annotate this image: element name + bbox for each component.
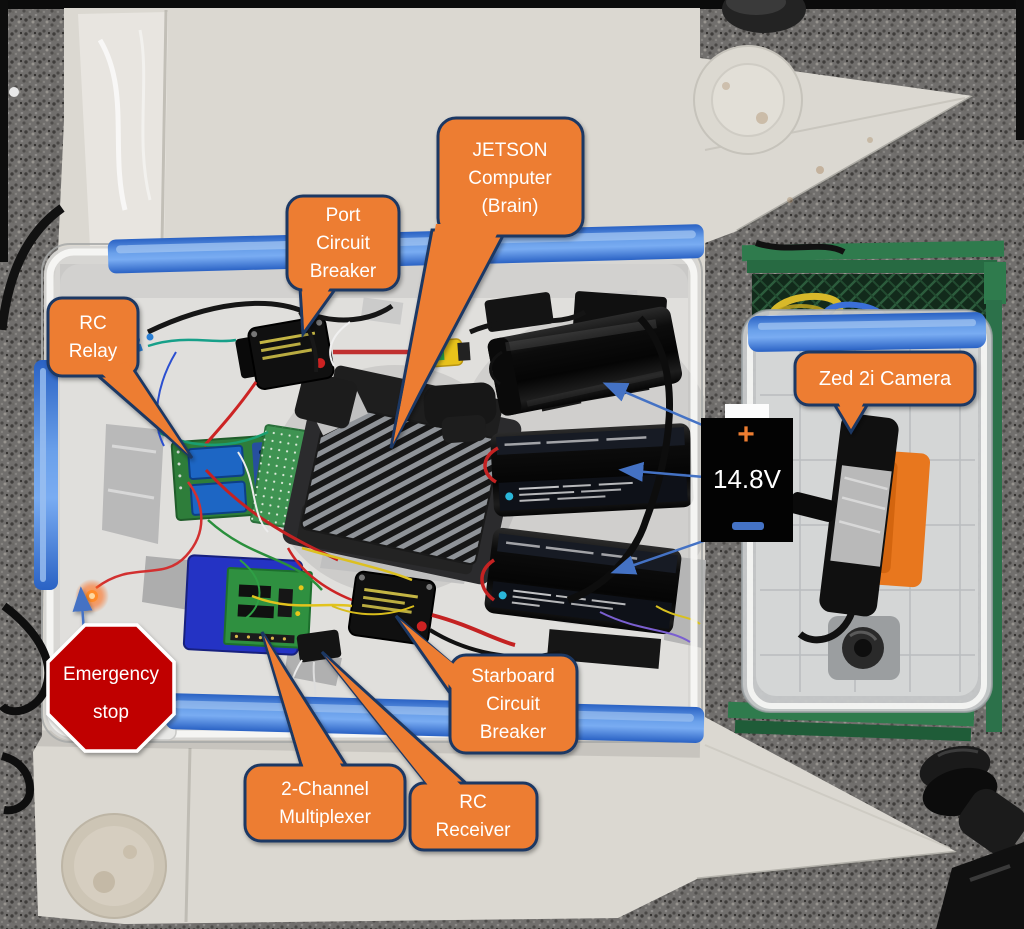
voltage-arrows: [602, 382, 719, 575]
callout-rc-receiver-line2: Receiver: [436, 820, 512, 841]
callout-rc-relay-line1: RC: [79, 313, 106, 334]
minus-icon: [732, 522, 764, 530]
port-circuit-breaker-device: [235, 315, 358, 429]
jetson-heatsink: [300, 403, 502, 565]
battery-plus-sign: +: [737, 418, 755, 451]
callout-multiplexer-line1: 2-Channel: [281, 779, 369, 800]
emergency-stop-line2: stop: [93, 702, 129, 723]
callout-starboard-breaker: Starboard Circuit Breaker: [394, 614, 579, 755]
battery-2: [490, 423, 694, 517]
camera-cable: [797, 610, 856, 644]
zed-camera: [789, 413, 899, 644]
arrow-icon: [602, 382, 715, 432]
battery-cap: [725, 404, 769, 420]
callout-starboard-breaker-line2: Circuit: [486, 694, 541, 715]
battery-voltage-badge: + 14.8V: [602, 382, 793, 575]
callout-port-breaker-line3: Breaker: [310, 261, 377, 282]
callout-jetson: JETSON Computer (Brain): [389, 116, 585, 449]
callout-port-breaker: Port Circuit Breaker: [285, 194, 401, 339]
hull-seam-bottom: [184, 747, 192, 923]
emergency-stop-line1: Emergency: [63, 664, 160, 685]
battery-body: [701, 418, 793, 542]
battery-voltage-label: 14.8V: [713, 464, 782, 494]
container-knob: [828, 616, 900, 680]
hull-inspection-port-bottom: [61, 813, 167, 919]
callout-rc-receiver: RC Receiver: [320, 650, 539, 852]
callout-jetson-line3: (Brain): [481, 196, 538, 217]
camera-tape: [830, 465, 892, 567]
arrow-icon: [618, 461, 717, 482]
callout-multiplexer-line2: Multiplexer: [279, 807, 372, 828]
bow-ridge-bottom: [704, 744, 951, 849]
callout-multiplexer: 2-Channel Multiplexer: [243, 631, 407, 843]
office-chair-wheel-top: [722, 0, 806, 33]
callout-rc-receiver-line1: RC: [459, 792, 486, 813]
photo-frame-edges: [0, 0, 1024, 262]
callout-starboard-breaker-line1: Starboard: [471, 666, 554, 687]
callout-starboard-breaker-line3: Breaker: [480, 722, 547, 743]
hull-gloss-panel: [78, 12, 168, 248]
hull-seam-top: [160, 9, 168, 247]
callout-port-breaker-line2: Circuit: [316, 233, 371, 254]
stop-octagon: [46, 623, 176, 753]
usb-plug: [789, 492, 837, 522]
callout-jetson-line2: Computer: [468, 168, 552, 189]
office-chair-wheel-bottom: [919, 745, 1024, 929]
floor-cables: [0, 87, 65, 815]
callout-rc-relay-line2: Relay: [69, 341, 118, 362]
callout-zed-camera: Zed 2i Camera: [793, 350, 977, 435]
multiplexer-board: [182, 554, 313, 656]
main-electronics-container: [34, 224, 720, 743]
hull-inspection-port-top: [693, 45, 803, 155]
callout-port-breaker-line1: Port: [326, 205, 362, 226]
callout-jetson-line1: JETSON: [473, 140, 548, 161]
battery-1: [487, 306, 683, 416]
power-light: [75, 579, 109, 613]
emergency-stop-sign: Emergency stop: [46, 586, 176, 753]
starboard-circuit-breaker-device: [347, 570, 437, 646]
cart-cable: [755, 240, 846, 255]
right-storage-container: [737, 309, 993, 713]
callout-rc-relay: RC Relay: [46, 296, 194, 460]
callout-zed-camera-line1: Zed 2i Camera: [819, 368, 952, 390]
arrow-icon: [610, 534, 719, 575]
blue-lid-rail-right-container: [747, 312, 987, 352]
